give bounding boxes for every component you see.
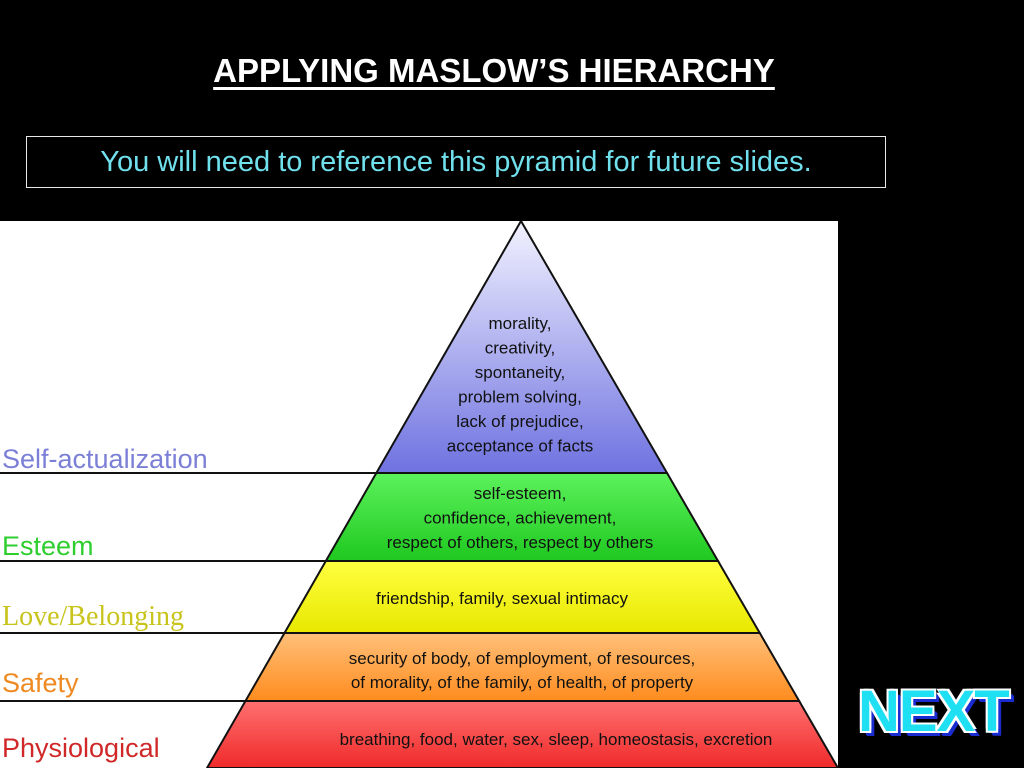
tier-description-line: friendship, family, sexual intimacy [376,589,628,608]
tier-description-line: of morality, of the family, of health, o… [351,673,694,692]
slide-title: APPLYING MASLOW’S HIERARCHY [213,52,775,89]
level-label: Physiological [2,733,160,763]
tier-description-line: self-esteem, [474,484,567,503]
tier-description-line: confidence, achievement, [424,509,617,528]
tier-description-line: creativity, [485,339,556,358]
subtitle-box: You will need to reference this pyramid … [26,136,886,188]
tier-description-line: breathing, food, water, sex, sleep, home… [340,730,773,749]
subtitle-text: You will need to reference this pyramid … [100,146,812,178]
tier-description-line: spontaneity, [475,363,565,382]
tier-description-line: problem solving, [458,388,582,407]
tier-description-line: acceptance of facts [447,437,593,456]
tier-description-line: lack of prejudice, [456,412,584,431]
level-label: Love/Belonging [2,601,184,632]
pyramid-tier [205,700,838,768]
level-label: Self-actualization [2,444,208,474]
level-label: Safety [2,668,79,698]
next-button[interactable]: NEXT [858,679,1010,744]
tier-description-line: security of body, of employment, of reso… [349,649,695,668]
tier-description-line: respect of others, respect by others [387,533,653,552]
tier-description-line: morality, [489,314,552,333]
pyramid-diagram: Self-actualizationEsteemLove/BelongingSa… [0,221,838,768]
level-label: Esteem [2,531,94,561]
